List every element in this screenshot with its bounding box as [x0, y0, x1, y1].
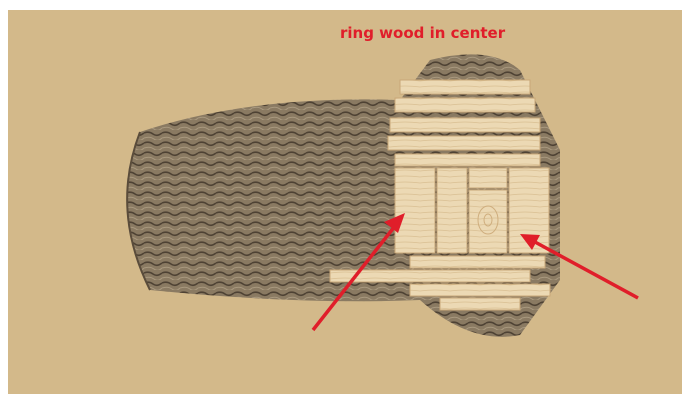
- arrow-right: [520, 234, 639, 300]
- wood-planks: [329, 79, 551, 311]
- annotation-label: ring wood in center: [340, 24, 506, 42]
- arrow-left: [311, 213, 405, 332]
